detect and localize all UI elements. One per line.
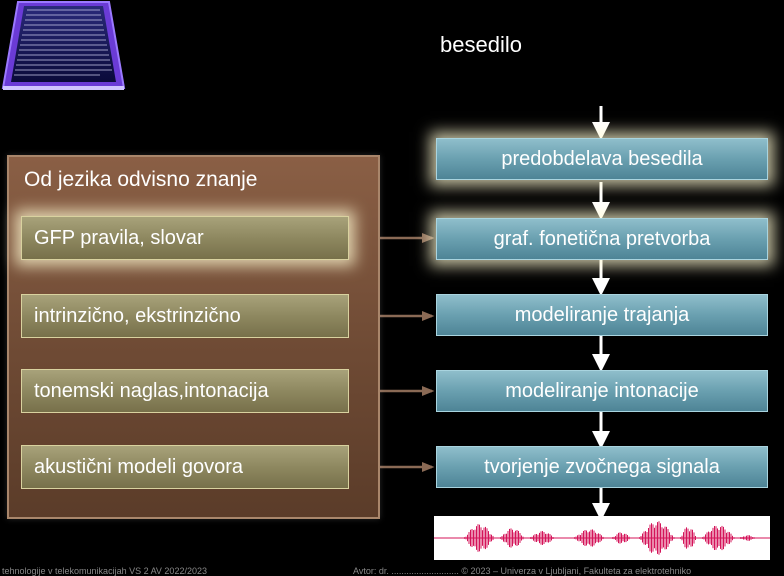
pipeline-step-duration: modeliranje trajanja xyxy=(436,294,768,336)
knowledge-box-gfp: GFP pravila, slovar xyxy=(21,216,349,260)
pipeline-step-text-preprocessing: predobdelava besedila xyxy=(436,138,768,180)
waveform-graphic xyxy=(434,521,770,555)
knowledge-panel-title: Od jezika odvisno znanje xyxy=(24,168,258,191)
knowledge-box-duration: intrinzično, ekstrinzično xyxy=(21,294,349,338)
knowledge-box-acoustic: akustični modeli govora xyxy=(21,445,349,489)
input-label: besedilo xyxy=(440,32,522,57)
footer-right: Avtor: dr. ........................... ©… xyxy=(353,566,692,576)
document-icon xyxy=(1,1,126,90)
pipeline-step-g2p: graf. fonetična pretvorba xyxy=(436,218,768,260)
waveform-icon xyxy=(434,516,770,560)
pipeline-step-signal-generation: tvorjenje zvočnega signala xyxy=(436,446,768,488)
knowledge-box-intonation: tonemski naglas,intonacija xyxy=(21,369,349,413)
footer-left: tehnologije v telekomunikacijah VS 2 AV … xyxy=(2,566,207,576)
pipeline-step-intonation: modeliranje intonacije xyxy=(436,370,768,412)
